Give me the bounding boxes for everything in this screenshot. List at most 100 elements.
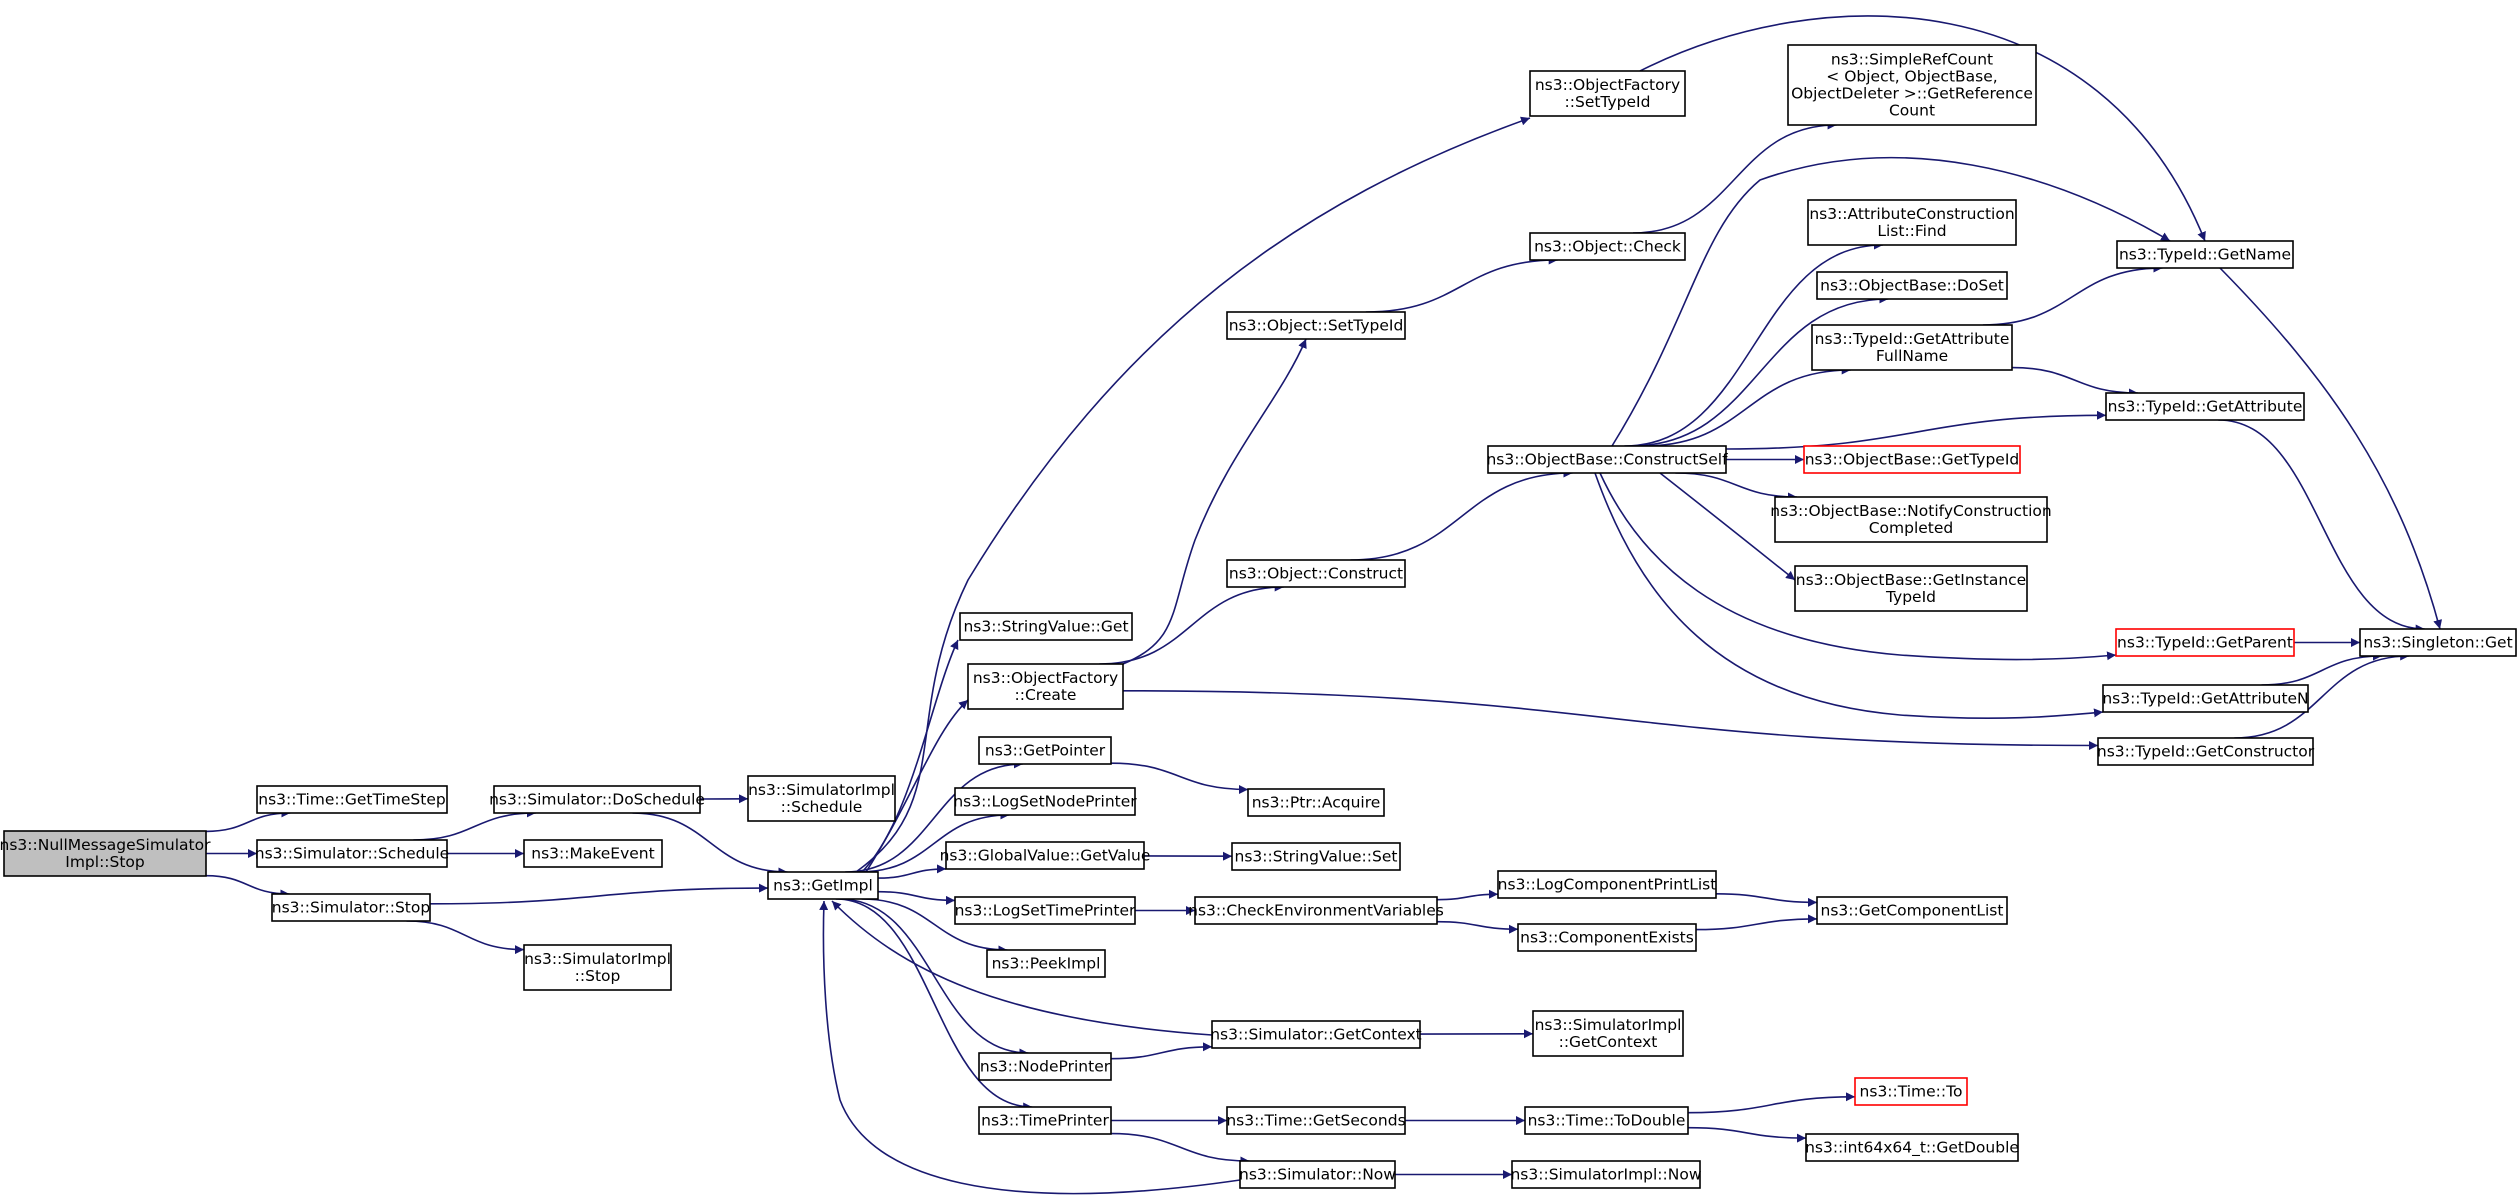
node-box xyxy=(945,841,1145,870)
edge-line xyxy=(2234,651,2410,739)
node-typeIdGetConstructor[interactable]: ns3::TypeId::GetConstructor xyxy=(2097,737,2315,766)
edge-line xyxy=(1110,1132,1250,1166)
edge-line xyxy=(877,890,956,905)
node-label-line: < Object, ObjectBase, xyxy=(1826,68,1997,86)
edge-checkEnv-to-logComponentPrintList xyxy=(1436,889,1499,901)
edge-line xyxy=(1687,1092,1856,1114)
edge-line xyxy=(1725,410,2107,450)
node-box xyxy=(2359,628,2517,657)
node-typeIdGetAttributeN[interactable]: ns3::TypeId::GetAttributeN xyxy=(2102,684,2309,713)
node-nodePrinter[interactable]: ns3::NodePrinter xyxy=(978,1052,1112,1081)
node-peekImpl[interactable]: ns3::PeekImpl xyxy=(986,949,1106,978)
edge-objectCheck-to-simpleRefCount xyxy=(1632,120,1837,234)
node-label-line: ns3::Object::Check xyxy=(1534,238,1681,256)
node-getPointer[interactable]: ns3::GetPointer xyxy=(978,736,1112,765)
node-implGetContext[interactable]: ns3::SimulatorImpl::GetContext xyxy=(1532,1010,1684,1057)
edge-line xyxy=(1695,914,1818,931)
node-simpleRefCount[interactable]: ns3::SimpleRefCount< Object, ObjectBase,… xyxy=(1787,44,2037,126)
node-simNow[interactable]: ns3::Simulator::Now xyxy=(1239,1160,1396,1189)
node-doSchedule[interactable]: ns3::Simulator::DoSchedule xyxy=(489,785,705,814)
node-ptrAcquire[interactable]: ns3::Ptr::Acquire xyxy=(1247,788,1385,817)
node-schedule[interactable]: ns3::Simulator::Schedule xyxy=(255,839,449,868)
node-timeToDouble[interactable]: ns3::Time::ToDouble xyxy=(1524,1106,1689,1135)
node-componentExists[interactable]: ns3::ComponentExists xyxy=(1517,923,1697,952)
node-getImpl[interactable]: ns3::GetImpl xyxy=(767,871,879,900)
node-objectConstruct[interactable]: ns3::Object::Construct xyxy=(1226,559,1406,588)
node-typeIdGetName[interactable]: ns3::TypeId::GetName xyxy=(2116,240,2294,269)
node-factorySetTypeId[interactable]: ns3::ObjectFactory::SetTypeId xyxy=(1529,70,1686,117)
node-globalValueGetValue[interactable]: ns3::GlobalValue::GetValue xyxy=(940,841,1151,870)
edge-schedule-to-doSchedule xyxy=(413,808,536,841)
node-label-line: ns3::ObjectBase::ConstructSelf xyxy=(1486,451,1728,469)
node-objectBaseGetTypeId[interactable]: ns3::ObjectBase::GetTypeId xyxy=(1803,445,2021,474)
node-makeEvent[interactable]: ns3::MakeEvent xyxy=(523,839,663,868)
edge-timeToDouble-to-timeTo xyxy=(1687,1092,1856,1114)
node-box xyxy=(1239,1160,1396,1189)
node-box xyxy=(493,785,701,814)
node-int64GetDouble[interactable]: ns3::int64x64_t::GetDouble xyxy=(1805,1133,2019,1162)
edge-getImpl-to-logSetNodePrinter xyxy=(858,810,1010,873)
node-label-line: ns3::Ptr::Acquire xyxy=(1252,794,1381,812)
edge-constructSelf-to-getAttributeFullName xyxy=(1643,365,1851,447)
node-constructSelf[interactable]: ns3::ObjectBase::ConstructSelf xyxy=(1486,445,1728,474)
node-typeIdGetParent[interactable]: ns3::TypeId::GetParent xyxy=(2115,628,2295,657)
edge-line xyxy=(839,898,1029,1058)
edge-simNow-to-getImpl xyxy=(819,900,1241,1195)
node-stringValueSet[interactable]: ns3::StringValue::Set xyxy=(1231,842,1401,871)
node-stringValueGet[interactable]: ns3::StringValue::Get xyxy=(959,612,1133,641)
node-label-line: TypeId xyxy=(1885,588,1936,606)
node-simStop[interactable]: ns3::Simulator::Stop xyxy=(271,893,431,922)
edge-line xyxy=(861,898,1008,955)
node-box xyxy=(2116,240,2294,269)
node-box xyxy=(1816,896,2008,925)
edge-getImpl-to-timePrinter xyxy=(835,898,1033,1112)
node-notifyConstructionCompleted[interactable]: ns3::ObjectBase::NotifyConstructionCompl… xyxy=(1770,496,2052,543)
node-implNow[interactable]: ns3::SimulatorImpl::Now xyxy=(1510,1160,1702,1189)
node-box xyxy=(1524,1106,1689,1135)
node-label-line: ns3::SimulatorImpl xyxy=(524,950,671,968)
node-timeGetSeconds[interactable]: ns3::Time::GetSeconds xyxy=(1226,1106,1406,1135)
edge-simStop-to-implStop xyxy=(406,920,525,955)
node-box xyxy=(523,944,672,991)
node-objectCheck[interactable]: ns3::Object::Check xyxy=(1529,232,1686,261)
edge-line xyxy=(1675,472,1798,502)
node-box xyxy=(1774,496,2048,543)
node-implStop[interactable]: ns3::SimulatorImpl::Stop xyxy=(523,944,672,991)
edge-line xyxy=(1624,240,1884,447)
node-singletonGet[interactable]: ns3::Singleton::Get xyxy=(2359,628,2517,657)
node-logSetTimePrinter[interactable]: ns3::LogSetTimePrinter xyxy=(954,896,1136,925)
node-box xyxy=(2097,737,2314,766)
node-label-line: ns3::TypeId::GetParent xyxy=(2117,634,2293,652)
node-label-line: ::Create xyxy=(1015,686,1077,704)
node-logSetNodePrinter[interactable]: ns3::LogSetNodePrinter xyxy=(953,787,1137,816)
node-objectBaseDoSet[interactable]: ns3::ObjectBase::DoSet xyxy=(1816,271,2008,300)
node-box xyxy=(1816,271,2008,300)
edge-line xyxy=(831,900,1213,1036)
node-label-line: Impl::Stop xyxy=(65,853,145,871)
edge-line xyxy=(1436,889,1499,901)
node-getComponentList[interactable]: ns3::GetComponentList xyxy=(1816,896,2008,925)
node-timePrinter[interactable]: ns3::TimePrinter xyxy=(978,1106,1112,1135)
node-factoryCreate[interactable]: ns3::ObjectFactory::Create xyxy=(967,663,1124,710)
node-typeIdGetAttribute[interactable]: ns3::TypeId::GetAttribute xyxy=(2105,392,2305,421)
node-checkEnv[interactable]: ns3::CheckEnvironmentVariables xyxy=(1188,896,1444,925)
node-timeTo[interactable]: ns3::Time::To xyxy=(1854,1077,1968,1106)
node-implSchedule[interactable]: ns3::SimulatorImpl::Schedule xyxy=(747,775,896,822)
edge-line xyxy=(855,116,1531,873)
node-label-line: ns3::LogSetNodePrinter xyxy=(953,793,1137,811)
node-simGetContext[interactable]: ns3::Simulator::GetContext xyxy=(1210,1020,1422,1049)
edge-line xyxy=(1122,338,1307,665)
edge-line xyxy=(1982,263,2163,326)
node-objectSetTypeId[interactable]: ns3::Object::SetTypeId xyxy=(1226,311,1406,340)
node-logComponentPrintList[interactable]: ns3::LogComponentPrintList xyxy=(1497,870,1717,899)
node-getTimeStep[interactable]: ns3::Time::GetTimeStep xyxy=(256,785,448,814)
edge-factoryCreate-to-objectSetTypeId xyxy=(1122,338,1307,665)
edge-line xyxy=(858,810,1010,873)
node-label-line: ns3::TypeId::GetAttribute xyxy=(1815,330,2010,348)
node-label-line: ns3::TypeId::GetName xyxy=(2119,246,2291,264)
edge-constructSelf-to-getInstanceTypeId xyxy=(1659,472,1796,581)
